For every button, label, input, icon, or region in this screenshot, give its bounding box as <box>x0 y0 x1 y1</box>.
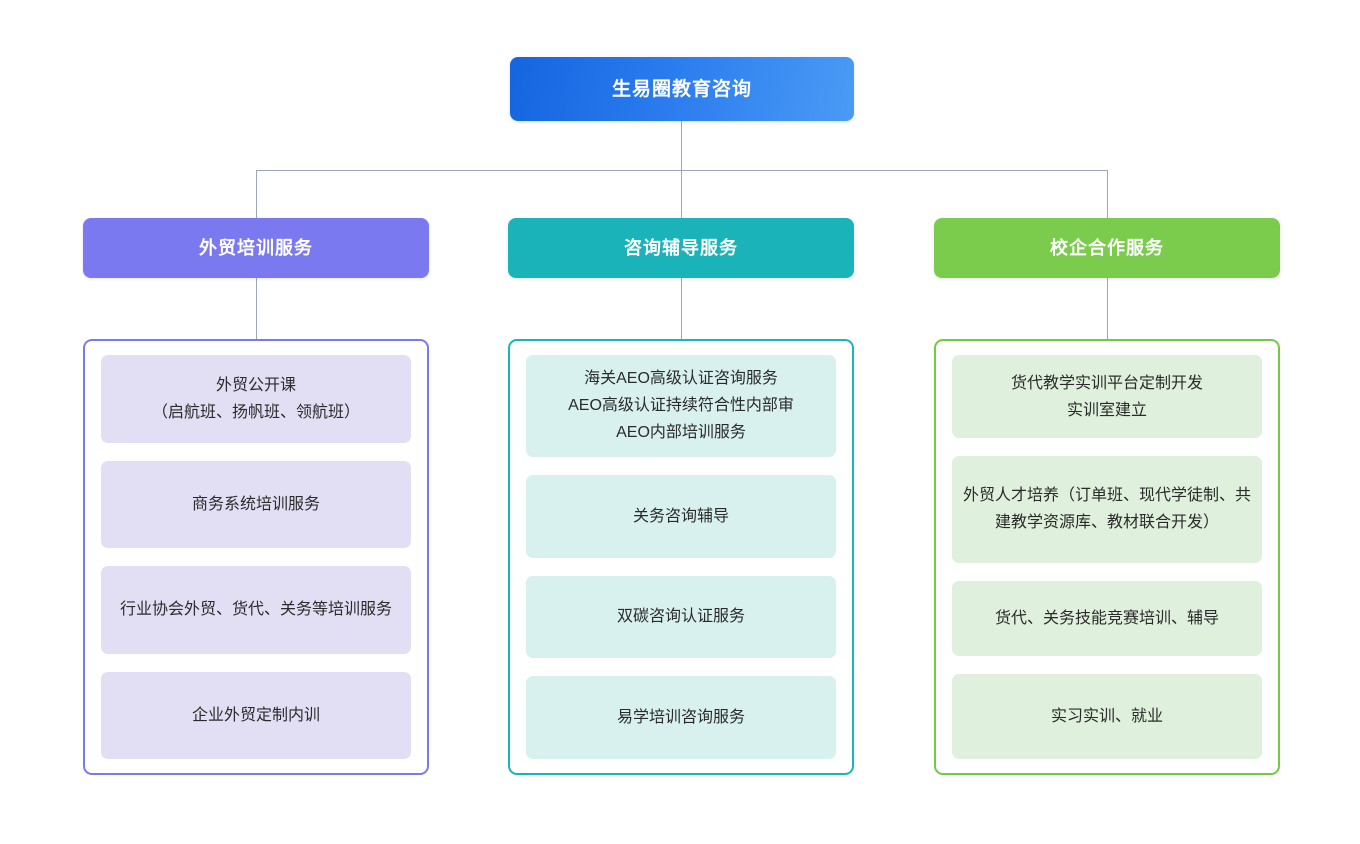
category-header-waimao-peixun[interactable]: 外贸培训服务 <box>83 218 429 278</box>
category-header-label: 校企合作服务 <box>1050 238 1164 258</box>
category-header-zixun-fudao[interactable]: 咨询辅导服务 <box>508 218 854 278</box>
item-card[interactable]: 企业外贸定制内训 <box>101 671 411 759</box>
category-header-label: 咨询辅导服务 <box>624 238 738 258</box>
connector-bus-to-header-2 <box>681 170 682 218</box>
connector-header-2-to-group <box>681 278 682 339</box>
connector-bus-to-header-1 <box>256 170 257 218</box>
connector-header-1-to-group <box>256 278 257 339</box>
item-card[interactable]: 行业协会外贸、货代、关务等培训服务 <box>101 566 411 654</box>
root-node[interactable]: 生易圈教育咨询 <box>510 57 854 121</box>
item-card[interactable]: 货代教学实训平台定制开发 实训室建立 <box>952 355 1262 439</box>
connector-header-3-to-group <box>1107 278 1108 339</box>
item-card[interactable]: 外贸人才培养（订单班、现代学徒制、共建教学资源库、教材联合开发） <box>952 456 1262 563</box>
item-card[interactable]: 易学培训咨询服务 <box>526 676 836 759</box>
item-card[interactable]: 海关AEO高级认证咨询服务 AEO高级认证持续符合性内部审 AEO内部培训服务 <box>526 355 836 457</box>
connector-bus-to-header-3 <box>1107 170 1108 218</box>
category-header-xiaoqi-hezuo[interactable]: 校企合作服务 <box>934 218 1280 278</box>
item-card[interactable]: 外贸公开课 （启航班、扬帆班、领航班） <box>101 355 411 443</box>
item-card[interactable]: 商务系统培训服务 <box>101 460 411 548</box>
root-node-label: 生易圈教育咨询 <box>611 78 752 100</box>
item-card[interactable]: 关务咨询辅导 <box>526 474 836 558</box>
group-box-waimao-peixun: 外贸公开课 （启航班、扬帆班、领航班） 商务系统培训服务 行业协会外贸、货代、关… <box>83 339 429 775</box>
connector-root-stem <box>681 121 682 170</box>
group-box-xiaoqi-hezuo: 货代教学实训平台定制开发 实训室建立 外贸人才培养（订单班、现代学徒制、共建教学… <box>934 339 1280 775</box>
group-box-zixun-fudao: 海关AEO高级认证咨询服务 AEO高级认证持续符合性内部审 AEO内部培训服务 … <box>508 339 854 775</box>
item-card[interactable]: 实习实训、就业 <box>952 673 1262 759</box>
item-card[interactable]: 货代、关务技能竞赛培训、辅导 <box>952 580 1262 656</box>
item-card[interactable]: 双碳咨询认证服务 <box>526 575 836 659</box>
category-header-label: 外贸培训服务 <box>199 238 313 258</box>
